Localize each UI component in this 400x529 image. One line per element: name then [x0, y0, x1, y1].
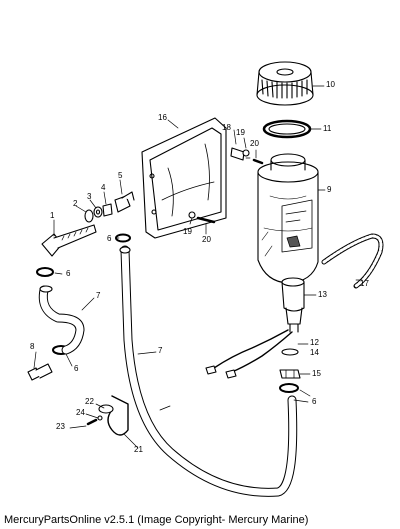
- callout-24: 24: [76, 408, 85, 417]
- callout-6-top: 6: [107, 234, 112, 243]
- callout-4: 4: [101, 183, 106, 192]
- callout-1: 1: [50, 211, 55, 220]
- level-sensor-part: [281, 277, 305, 333]
- callout-22: 22: [85, 397, 94, 406]
- callout-14: 14: [310, 348, 319, 357]
- callout-7-long: 7: [158, 346, 163, 355]
- sensor-wiring-part: [205, 329, 301, 379]
- callout-8: 8: [30, 342, 35, 351]
- callout-7-short: 7: [96, 291, 101, 300]
- callout-6-left: 6: [66, 269, 71, 278]
- callout-11: 11: [323, 124, 332, 133]
- callout-15: 15: [312, 369, 321, 378]
- callout-13: 13: [318, 290, 327, 299]
- inlet-fitting-part: [27, 363, 53, 381]
- hose-clamp-parts: [36, 233, 299, 393]
- elbow-fitting-part: [41, 224, 97, 257]
- callout-17: 17: [360, 279, 369, 288]
- hose-clip-part: [86, 395, 129, 436]
- fitting-washer-stack: [84, 191, 135, 223]
- callout-leader-lines: [33, 85, 363, 449]
- reservoir-clamp-hardware: [230, 147, 264, 165]
- copyright-caption: MercuryPartsOnline v2.5.1 (Image Copyrig…: [4, 514, 309, 526]
- long-hose-part: [119, 245, 298, 497]
- callout-12: 12: [310, 338, 319, 347]
- bracket-screw-hardware: [188, 211, 216, 224]
- mounting-bracket-part: [141, 117, 227, 239]
- callout-20-lower: 20: [202, 235, 211, 244]
- reservoir-bottle-part: [257, 153, 319, 284]
- reservoir-cap-part: [256, 61, 314, 106]
- callout-6-right: 6: [312, 397, 317, 406]
- callout-9: 9: [327, 185, 332, 194]
- callout-6-bottom: 6: [74, 364, 79, 373]
- callout-2: 2: [73, 199, 78, 208]
- callout-23: 23: [56, 422, 65, 431]
- callout-5: 5: [118, 171, 123, 180]
- vent-tubing-part: [321, 233, 384, 289]
- callout-20-upper: 20: [250, 139, 259, 148]
- seal-ring-part: [262, 119, 312, 139]
- callout-16: 16: [158, 113, 167, 122]
- callout-3: 3: [87, 192, 92, 201]
- callout-21: 21: [134, 445, 143, 454]
- short-hose-part: [38, 285, 85, 355]
- callout-19-upper: 19: [236, 128, 245, 137]
- callout-10: 10: [326, 80, 335, 89]
- exploded-parts-diagram: [27, 61, 384, 497]
- callout-18: 18: [222, 123, 231, 132]
- callout-19-lower: 19: [183, 227, 192, 236]
